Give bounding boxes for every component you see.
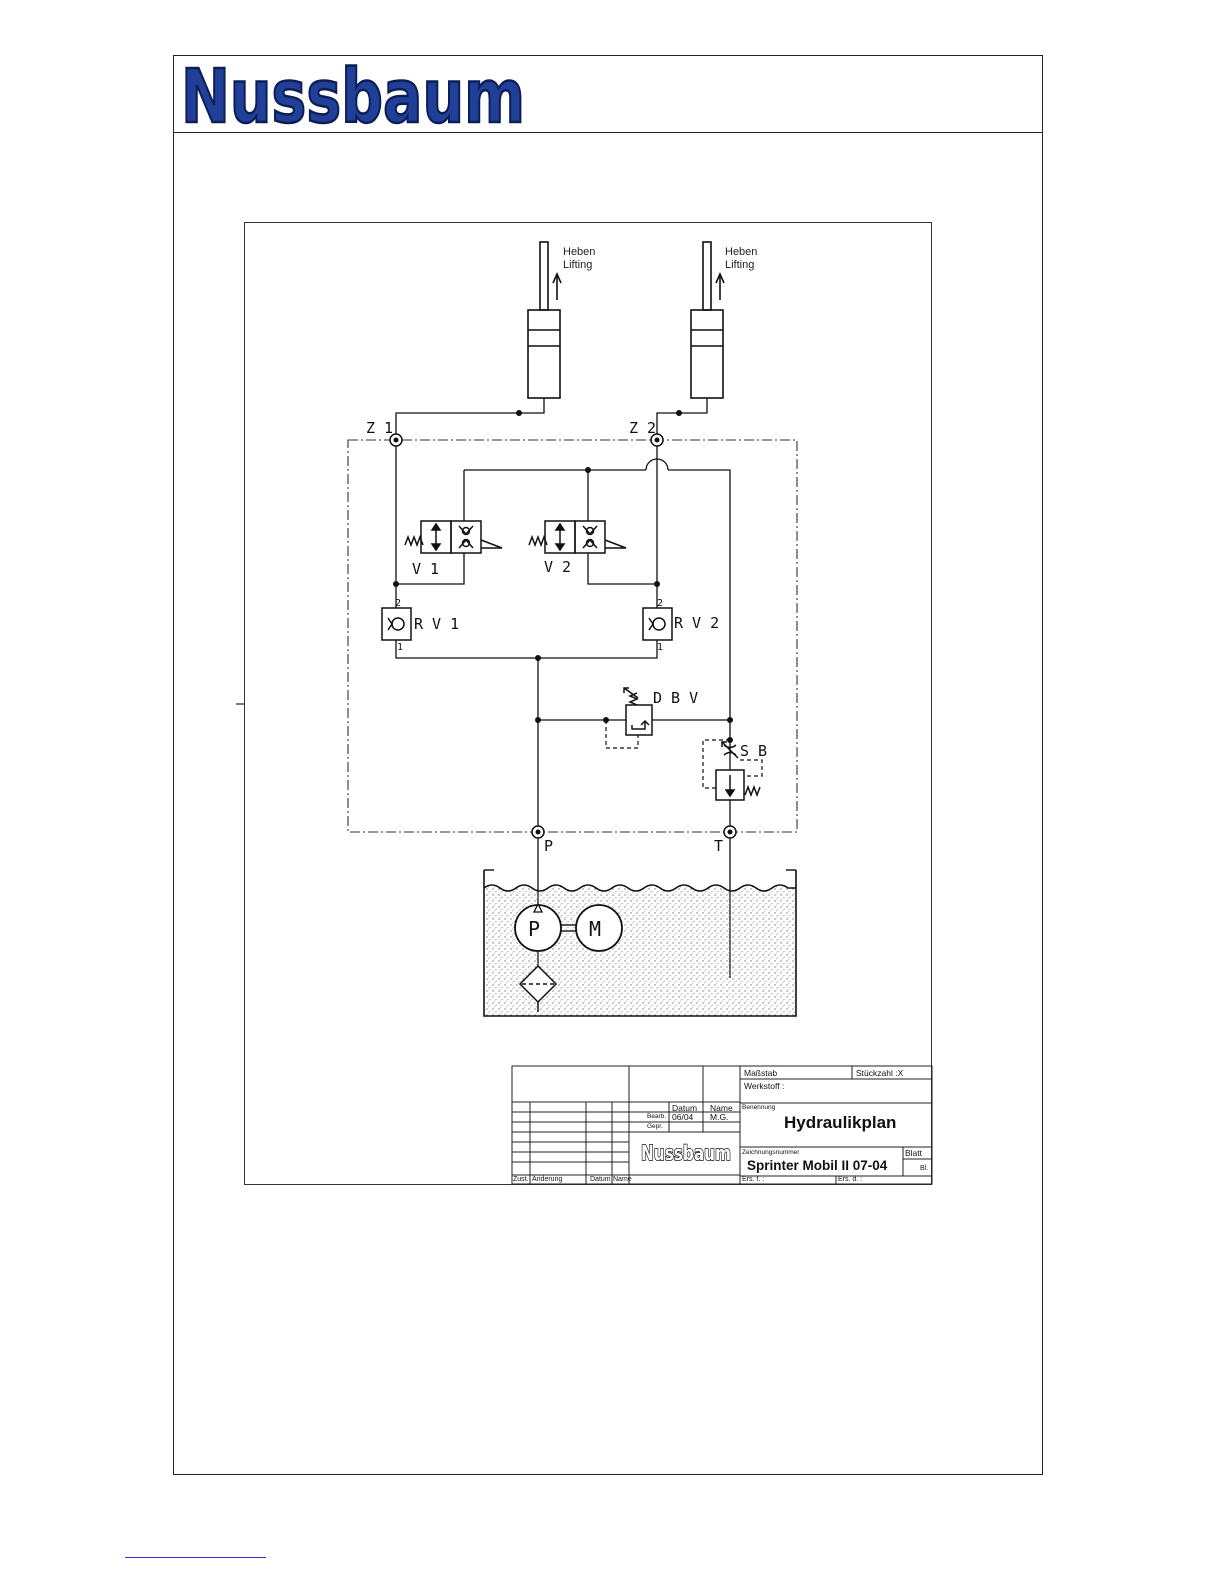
title-block-logo-text: Nussbaum: [641, 1143, 731, 1163]
tb-bl: Bl.: [920, 1165, 928, 1172]
tb-title: Hydraulikplan: [784, 1113, 896, 1133]
label-sb: S B: [740, 742, 767, 760]
rv1-port-1: 1: [397, 642, 403, 653]
tb-bearb-datum: 06/04: [672, 1112, 693, 1122]
title-block-logo: Nussbaum: [640, 1143, 732, 1163]
tb-stueckzahl: Stückzahl :X: [856, 1068, 903, 1078]
tb-datum-col: Datum: [590, 1176, 611, 1183]
rv1-port-2: 2: [395, 598, 401, 609]
pump-label: P: [528, 917, 540, 941]
rv2-port-2: 2: [657, 598, 663, 609]
cylinder-2-heben: Heben: [725, 246, 757, 258]
label-rv1: R V 1: [414, 615, 459, 633]
label-v2: V 2: [544, 558, 571, 576]
tb-gepr: Gepr.: [647, 1123, 663, 1130]
tb-aenderung: Änderung: [532, 1176, 562, 1183]
check-valve-rv2: [643, 608, 672, 640]
cylinder-1-lifting: Lifting: [563, 259, 592, 271]
tb-ers-d: Ers. d. :: [838, 1176, 862, 1183]
tb-blatt: Blatt: [905, 1148, 922, 1158]
port-t: [724, 826, 736, 838]
tb-werkstoff: Werkstoff :: [744, 1081, 784, 1091]
port-p: [532, 826, 544, 838]
label-rv2: R V 2: [674, 614, 719, 632]
cylinder-1-heben: Heben: [563, 246, 595, 258]
label-t: T: [714, 837, 723, 855]
tb-benennung: Benennung: [742, 1104, 775, 1111]
tb-ers-f: Ers. f. :: [742, 1176, 764, 1183]
cylinder-lines: [396, 398, 707, 440]
footer-rule: [125, 1557, 266, 1558]
valve-v2: [529, 521, 626, 553]
valve-v1: [405, 521, 502, 553]
label-z2: Z 2: [629, 419, 656, 437]
tb-massstab: Maßstab: [744, 1068, 777, 1078]
cylinder-1: [528, 242, 561, 398]
motor-label: M: [589, 917, 601, 941]
tb-bearb-name: M.G.: [710, 1112, 728, 1122]
tb-name-col: Name: [613, 1176, 632, 1183]
rv2-port-1: 1: [657, 642, 663, 653]
pressure-relief-valve-dbv: [606, 688, 652, 748]
cylinder-2-lifting: Lifting: [725, 259, 754, 271]
tb-zust: Zust.: [513, 1176, 529, 1183]
cylinder-2: [691, 242, 724, 398]
label-p: P: [544, 837, 553, 855]
tb-drawing-number: Sprinter Mobil II 07-04: [747, 1158, 887, 1173]
label-z1: Z 1: [366, 419, 393, 437]
tb-bearb: Bearb.: [647, 1113, 666, 1120]
tb-zeichnungsnummer: Zeichnungsnummer: [742, 1149, 799, 1156]
label-dbv: D B V: [653, 689, 698, 707]
check-valve-rv1: [382, 608, 411, 640]
label-v1: V 1: [412, 560, 439, 578]
